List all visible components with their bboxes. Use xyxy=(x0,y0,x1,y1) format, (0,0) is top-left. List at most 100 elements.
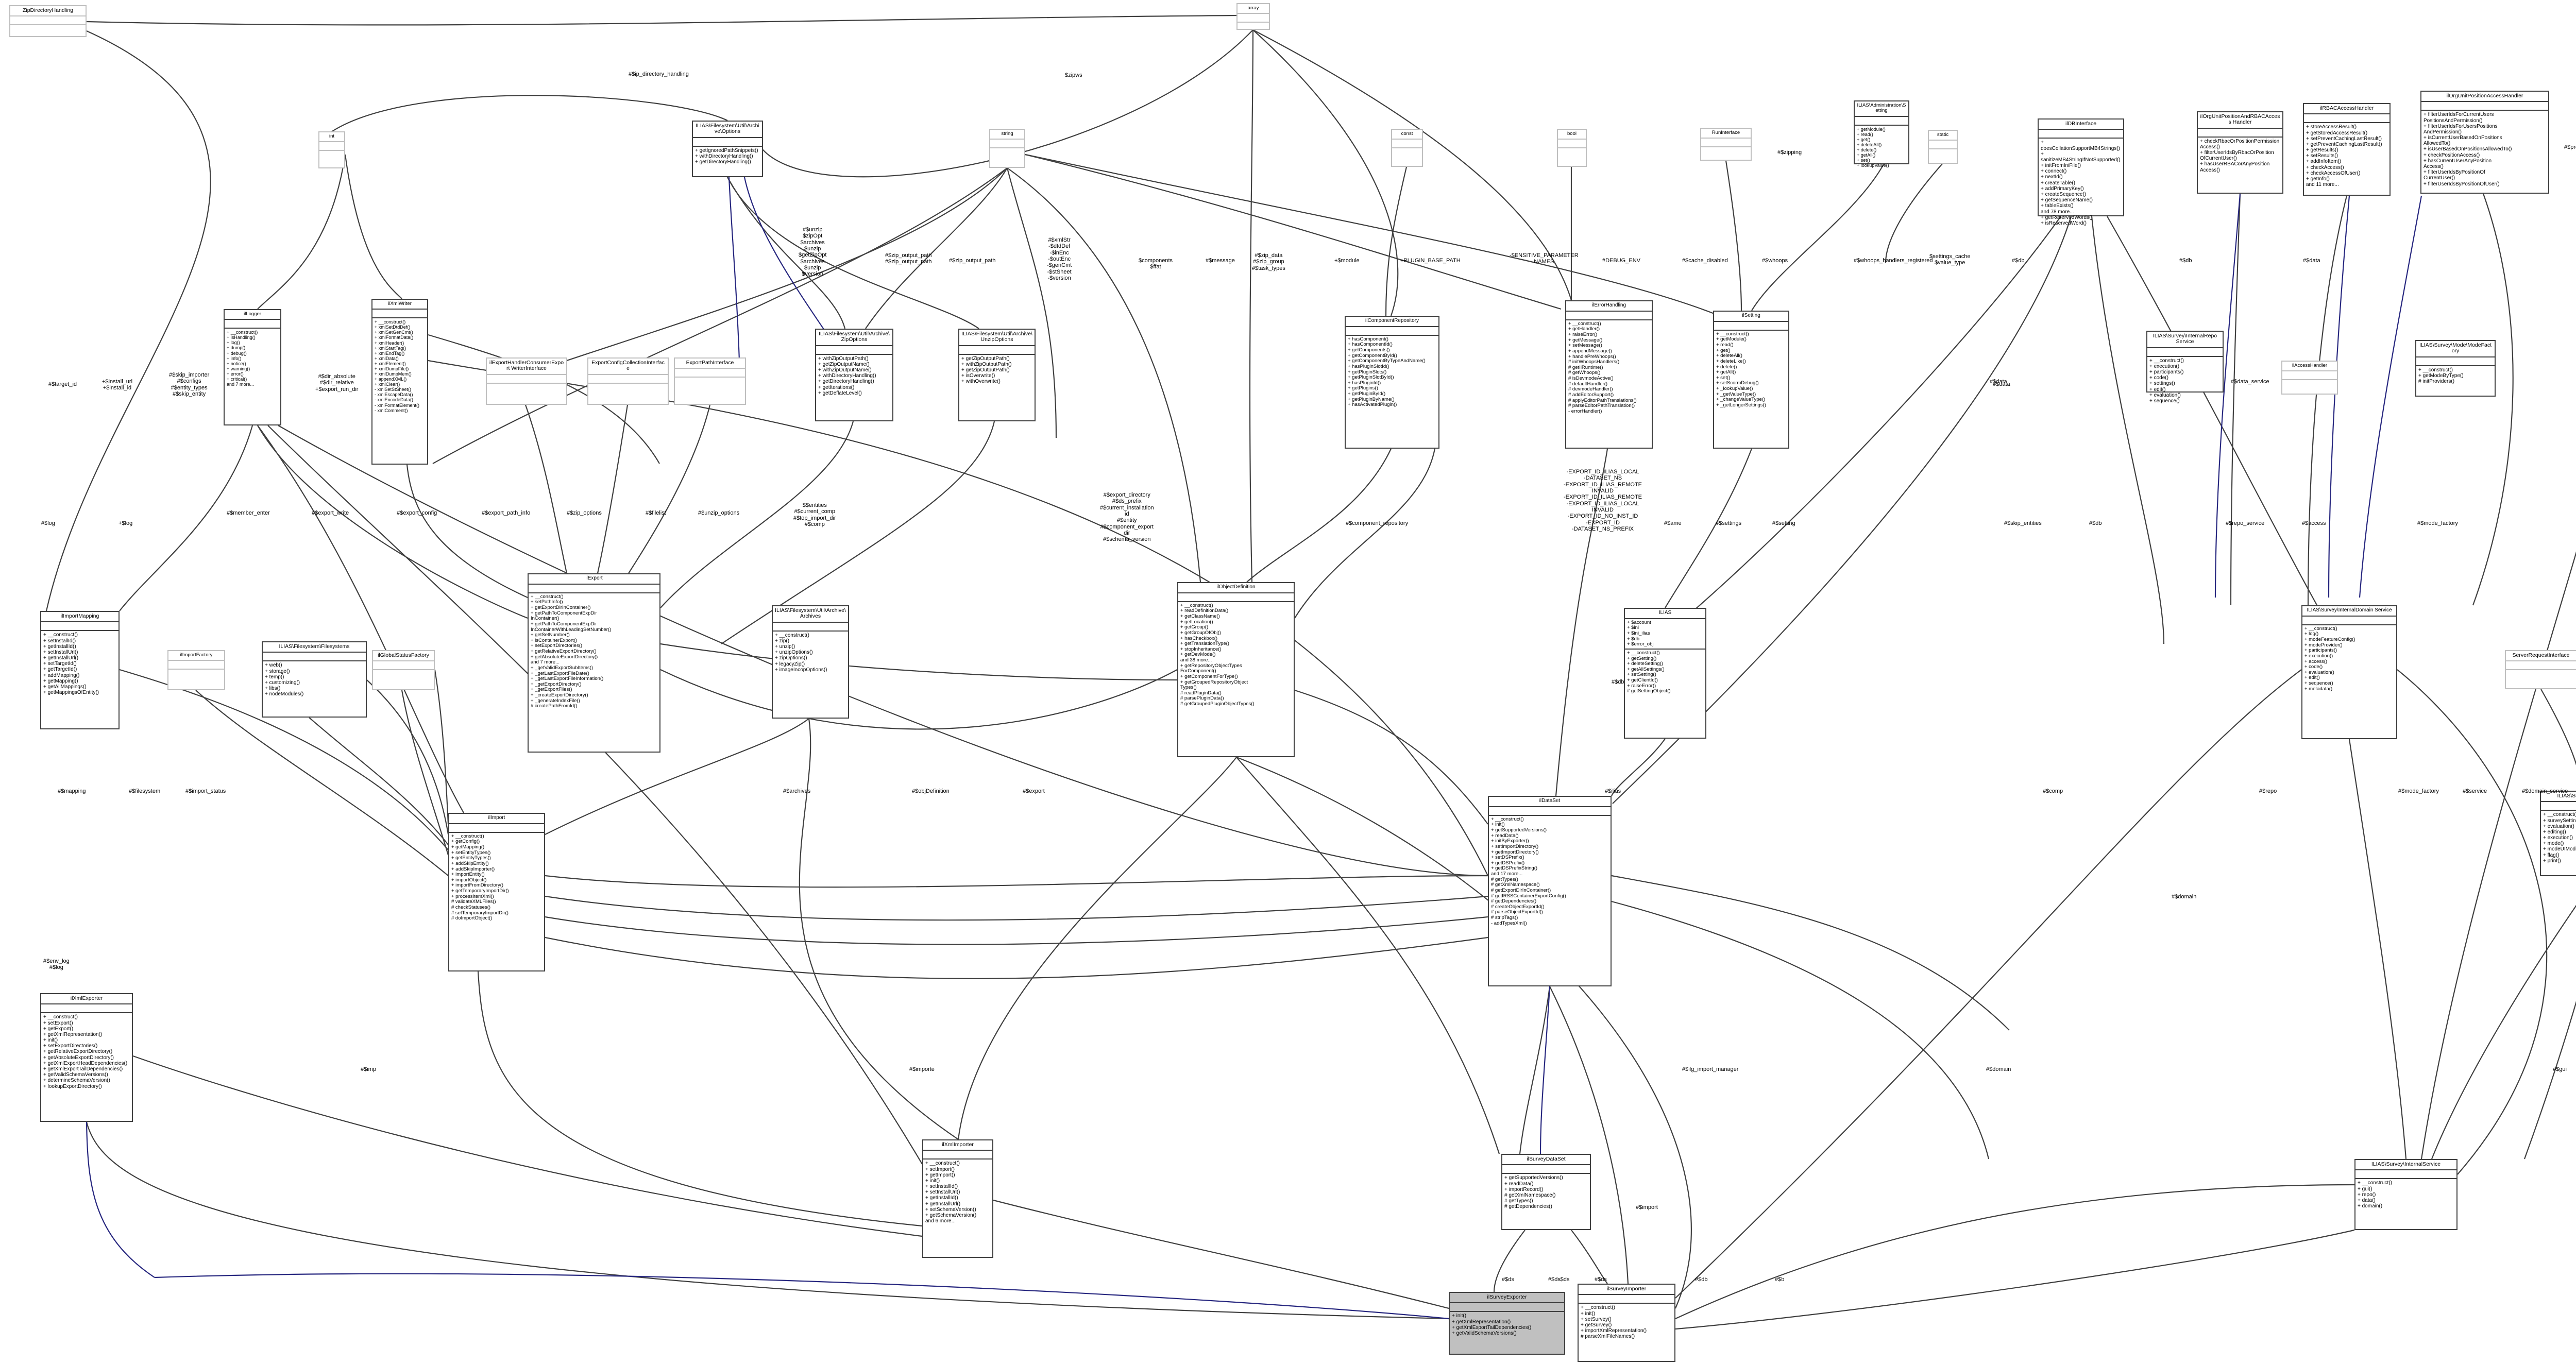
class-node[interactable]: ilXmlWriter+ __construct()+ xmlSetDtdDef… xyxy=(371,299,428,465)
class-node[interactable]: ilSurveyExporter+ init()+ getXmlRepresen… xyxy=(1449,1292,1565,1355)
class-node[interactable]: ilDBInterface+ doesCollationSupportMB4St… xyxy=(2038,118,2124,226)
class-name: ilRBACAccessHandler xyxy=(2304,104,2389,115)
class-node[interactable]: ilLogger+ __construct()+ isHandling()+ l… xyxy=(224,309,281,425)
class-node[interactable]: RunInterface xyxy=(1700,128,1752,161)
class-node[interactable]: ILIAS\Filesystem\Util\Archive\Archives+ … xyxy=(772,605,849,719)
edge-label: #$whoops xyxy=(1762,258,1788,264)
operation-row: # createPathFromId() xyxy=(531,703,578,709)
operation-row: + importObject() xyxy=(451,877,487,883)
class-attributes xyxy=(1489,807,1611,816)
class-node[interactable]: ilImport+ __construct()+ getConfig()+ ge… xyxy=(448,813,545,971)
operation-row: + evaluation() xyxy=(2149,392,2181,398)
class-operations: + __construct()+ setPathInfo()+ getExpor… xyxy=(529,593,659,710)
edge-label: #$export_write xyxy=(312,510,349,516)
edge-label: $$entities #$current_comp #$top_import_d… xyxy=(793,502,836,527)
class-name: ILIAS\Filesystem\Util\Archive\ZipOptions xyxy=(816,330,892,346)
operation-row: # getXmlNamespace() xyxy=(1491,882,1540,888)
class-node[interactable]: ilAccessHandler xyxy=(2281,361,2338,395)
class-node[interactable]: const xyxy=(1391,129,1423,167)
operation-row: + log() xyxy=(227,340,240,346)
operation-row: # getGroupedPluginObjectTypes() xyxy=(1180,701,1255,707)
operation-row: and 38 more... xyxy=(1180,657,1212,663)
class-attributes xyxy=(2355,1170,2456,1180)
class-node[interactable]: ilExportHandlerConsumerExport WriterInte… xyxy=(486,357,567,405)
operation-row: + isOverwrite() xyxy=(961,373,995,379)
class-node[interactable]: ilGlobalStatusFactory xyxy=(372,650,435,690)
class-node[interactable]: ILIAS\Survey\InternalGUIService+ __const… xyxy=(2540,791,2576,876)
class-node[interactable]: ILIAS\Survey\InternalService+ __construc… xyxy=(2354,1159,2458,1230)
operation-row: + checkAccess() xyxy=(2306,164,2344,170)
operation-row: + sanitizeMB4StringIfNotSupported() xyxy=(2041,151,2121,163)
class-node[interactable]: ILIAS\Survey\InternalDomain Service+ __c… xyxy=(2301,605,2397,739)
class-node[interactable]: ilErrorHandling+ __construct()+ getHandl… xyxy=(1565,300,1653,449)
edge-label: #$ds xyxy=(1548,1276,1561,1283)
class-operations xyxy=(990,148,1024,150)
class-node[interactable]: ilXmlImporter+ __construct()+ setImport(… xyxy=(922,1139,993,1258)
operation-row: - xmlFormatElement() xyxy=(375,402,420,408)
operation-row: and 11 more... xyxy=(2306,182,2339,188)
operation-row: # doImportObject() xyxy=(451,915,493,922)
class-node[interactable]: ZipDirectoryHandling xyxy=(9,5,87,37)
operation-row: + isUserBasedOnPositionsAllowedTo() xyxy=(2424,146,2512,152)
operation-row: + getDirectoryHandling() xyxy=(695,159,751,165)
operation-row: + __construct() xyxy=(43,632,78,638)
operation-row: + deleteAll() xyxy=(1716,353,1742,359)
class-node[interactable]: static xyxy=(1928,130,1958,164)
class-node[interactable]: ILIAS\Survey\InternalRepo Service+ __con… xyxy=(2146,331,2224,404)
class-node[interactable]: ilObjectDefinition+ __construct()+ readD… xyxy=(1177,582,1295,757)
operation-row: + filterUserIdsByRbacOrPosition xyxy=(2200,150,2274,156)
operation-row: # parseXmlFileNames() xyxy=(1581,1334,1635,1340)
class-node[interactable]: int xyxy=(318,131,345,168)
attribute-row: + $ini xyxy=(1627,625,1639,631)
class-node[interactable]: ilExport + __construct()+ setPathInfo()+ … xyxy=(528,573,660,753)
class-node[interactable]: ilSetting+ __construct()+ getModule()+ r… xyxy=(1713,311,1789,449)
class-node[interactable]: ilSurveyDataSet+ getSupportedVersions()+… xyxy=(1501,1154,1591,1230)
operation-row: + delete() xyxy=(1857,147,1877,152)
operation-row: + getClassName() xyxy=(1180,613,1220,620)
class-node[interactable]: ilOrgUnitPositionAccessHandler+ filterUs… xyxy=(2420,91,2549,194)
class-node[interactable]: bool xyxy=(1557,129,1587,167)
class-attributes xyxy=(959,346,1035,355)
operation-row: + init() xyxy=(1581,1310,1596,1317)
class-node[interactable]: ExportConfigCollectionInterface xyxy=(587,357,669,405)
class-node[interactable]: ILIAS\Administration\Setting+ getModule(… xyxy=(1854,100,1909,168)
class-node[interactable]: ILIAS\Filesystem\Util\Archive\ZipOptions… xyxy=(815,329,893,421)
class-node[interactable]: string xyxy=(989,129,1025,168)
operation-row: + _getLongerSettings() xyxy=(1716,402,1766,408)
class-node[interactable]: ILIAS+ $account+ $ini+ $ini_ilias+ $db+ … xyxy=(1624,608,1706,739)
class-node[interactable]: ilDataSet+ __construct()+ init()+ getSup… xyxy=(1488,796,1612,986)
class-node[interactable]: ILIAS\Survey\Mode\ModeFactory+ __constru… xyxy=(2415,340,2496,397)
operation-row: + xmlClear() xyxy=(375,382,400,387)
class-node[interactable]: ilOrgUnitPositionAndRBACAccess Handler+ … xyxy=(2197,111,2283,194)
operation-row: + hasPluginSlotId() xyxy=(1348,363,1389,369)
class-node[interactable]: ilImportMapping+ __construct()+ setInsta… xyxy=(40,611,120,729)
operation-row: + nextId() xyxy=(2041,174,2063,180)
class-node[interactable]: ilRBACAccessHandler+ storeAccessResult()… xyxy=(2303,103,2391,196)
class-operations xyxy=(1701,147,1751,149)
attribute-row: + $error_obj xyxy=(1627,641,1654,647)
class-node[interactable]: ilSurveyImporter+ __construct()+ init()+… xyxy=(1578,1284,1675,1362)
class-node[interactable]: ILIAS\Filesystem\Util\Archive\Options+ g… xyxy=(692,121,763,177)
class-name: ilGlobalStatusFactory xyxy=(373,651,434,662)
class-node[interactable]: ilXmlExporter+ __construct()+ setExport(… xyxy=(40,993,133,1122)
class-attributes xyxy=(1855,117,1908,126)
class-node[interactable]: array xyxy=(1236,3,1270,30)
class-node[interactable]: ILIAS\Filesystem\Util\Archive\UnzipOptio… xyxy=(958,329,1036,421)
operation-row: + getModeByType() xyxy=(2418,372,2464,379)
class-node[interactable]: ilImportFactory xyxy=(167,650,225,690)
class-operations xyxy=(2506,670,2576,672)
class-node[interactable]: ServerRequestInterface xyxy=(2505,650,2576,689)
operation-row: + participants() xyxy=(2304,647,2337,654)
class-node[interactable]: ILIAS\Filesystem\Filesystems+ web()+ sto… xyxy=(262,641,367,718)
edge-label: #$setting xyxy=(1772,520,1795,526)
class-operations: + __construct()+ setImport()+ getImport(… xyxy=(923,1160,992,1225)
class-name: ilImportMapping xyxy=(41,612,118,623)
operation-row: + getComponents() xyxy=(1348,347,1390,353)
class-node[interactable]: ilComponentRepository+ hasComponent()+ h… xyxy=(1345,316,1439,449)
class-name: ilExport xyxy=(529,574,659,585)
operation-row: + hasUserRBACorAnyPosition xyxy=(2200,161,2270,167)
class-node[interactable]: ExportPathInterface xyxy=(674,357,746,405)
edge-label: #$db xyxy=(2012,258,2025,264)
edge-label: $settings_cache $value_type xyxy=(1929,253,1971,266)
operation-row: + gui() xyxy=(2358,1186,2372,1192)
